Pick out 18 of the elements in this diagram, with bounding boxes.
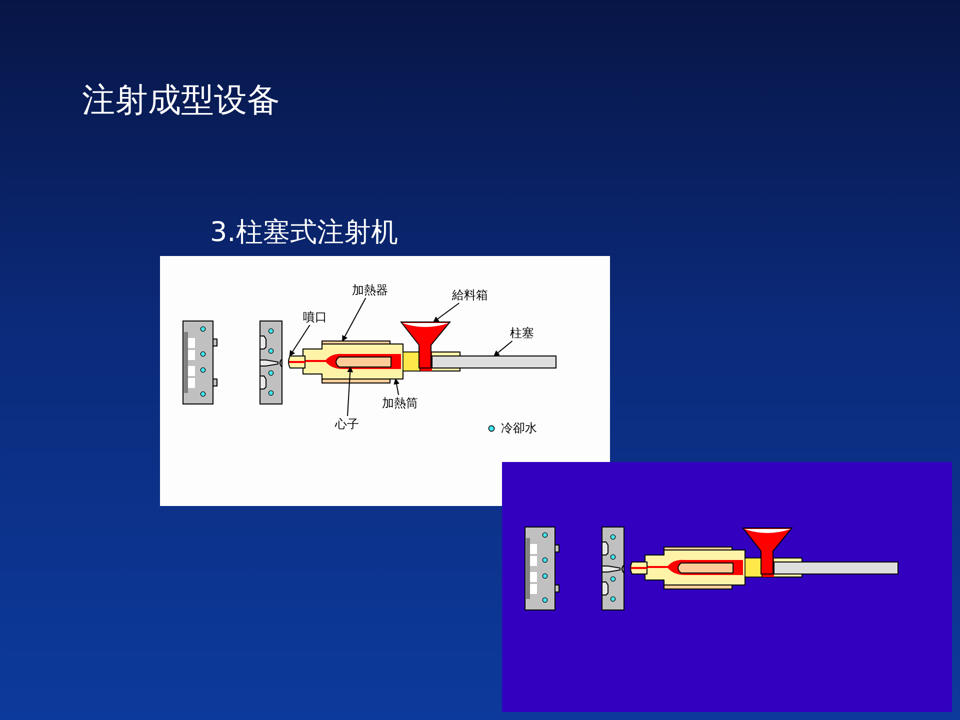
leader-line: [342, 298, 366, 342]
part-label: 加熱器: [352, 283, 388, 297]
nozzle: [287, 356, 305, 368]
leader-line: [394, 378, 400, 396]
legend-label: 冷卻水: [501, 420, 537, 437]
plunger: [432, 356, 556, 368]
leader-line: [493, 340, 513, 356]
part-label: 給料箱: [452, 288, 488, 302]
part-label: 柱塞: [510, 326, 534, 340]
slide-title: 注射成型设备: [82, 79, 280, 121]
part-label: 噴口: [303, 310, 327, 324]
part-label: 心子: [335, 417, 359, 431]
section-heading: 3.柱塞式注射机: [210, 216, 398, 250]
leader-line: [346, 366, 354, 416]
leader-line: [289, 324, 310, 357]
torpedo-core: [333, 357, 391, 367]
part-label: 加熱筒: [382, 396, 418, 410]
leader-line: [432, 302, 460, 322]
